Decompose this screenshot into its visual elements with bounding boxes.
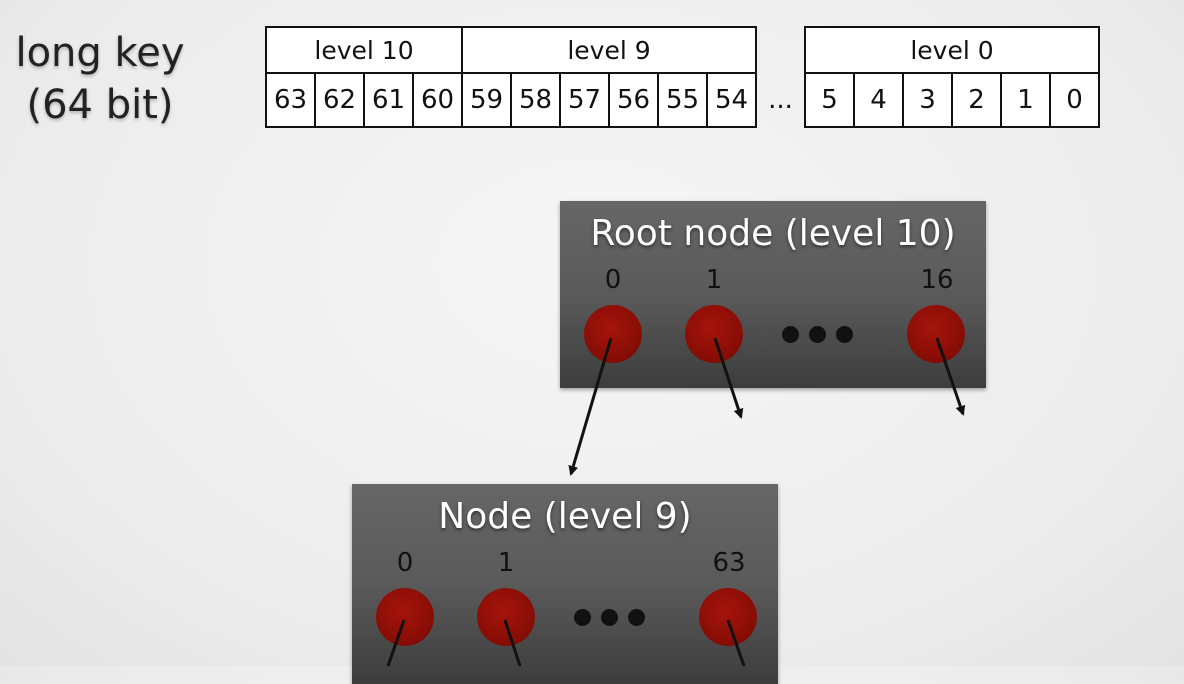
bit-ellipsis: ... — [768, 85, 793, 115]
bit-cell: 4 — [853, 72, 904, 128]
child-node-title: Node (level 9) — [438, 496, 692, 537]
bit-cell: 63 — [265, 72, 316, 128]
level-9-header: level 9 — [461, 26, 757, 74]
arrow-root-slot-1 — [713, 337, 744, 419]
ellipsis-dot — [574, 609, 591, 626]
bit-cell: 61 — [363, 72, 414, 128]
root-slot-1 — [685, 305, 743, 363]
bit-cell: 59 — [461, 72, 512, 128]
root-slot-0 — [584, 305, 642, 363]
root-node-title: Root node (level 10) — [590, 213, 956, 254]
child-slot-1 — [477, 588, 535, 646]
root-slot-label-1: 1 — [705, 265, 723, 295]
arrow-root-slot-16 — [935, 337, 966, 416]
arrow-root-slot-0 — [568, 337, 613, 476]
root-slot-16 — [907, 305, 965, 363]
child-slot-63 — [699, 588, 757, 646]
bit-cell: 5 — [804, 72, 855, 128]
key-label-line1: long key — [15, 30, 185, 76]
child-node: Node (level 9) 0 1 63 — [352, 484, 778, 684]
key-label-line2: (64 bit) — [26, 82, 174, 128]
ellipsis-dot — [601, 609, 618, 626]
ellipsis-dot — [782, 326, 799, 343]
root-slot-label-16: 16 — [920, 265, 954, 295]
root-slot-label-0: 0 — [604, 265, 622, 295]
child-slot-0 — [376, 588, 434, 646]
pointer-arrows — [386, 337, 966, 666]
ellipsis-dot — [628, 609, 645, 626]
child-slot-label-63: 63 — [712, 548, 746, 578]
bit-cell: 3 — [902, 72, 953, 128]
arrow-child-slot-63 — [726, 619, 746, 666]
bit-cell: 0 — [1049, 72, 1100, 128]
bit-cell: 55 — [657, 72, 708, 128]
arrow-child-slot-1 — [503, 619, 522, 666]
root-node: Root node (level 10) 0 1 16 — [560, 201, 986, 388]
bit-cell: 1 — [1000, 72, 1051, 128]
child-slot-label-0: 0 — [396, 548, 414, 578]
ellipsis-dot — [809, 326, 826, 343]
child-slot-label-1: 1 — [497, 548, 515, 578]
ellipsis-dot — [836, 326, 853, 343]
bit-cell: 54 — [706, 72, 757, 128]
bit-cell: 2 — [951, 72, 1002, 128]
bit-cell: 57 — [559, 72, 610, 128]
arrow-child-slot-0 — [386, 619, 406, 666]
